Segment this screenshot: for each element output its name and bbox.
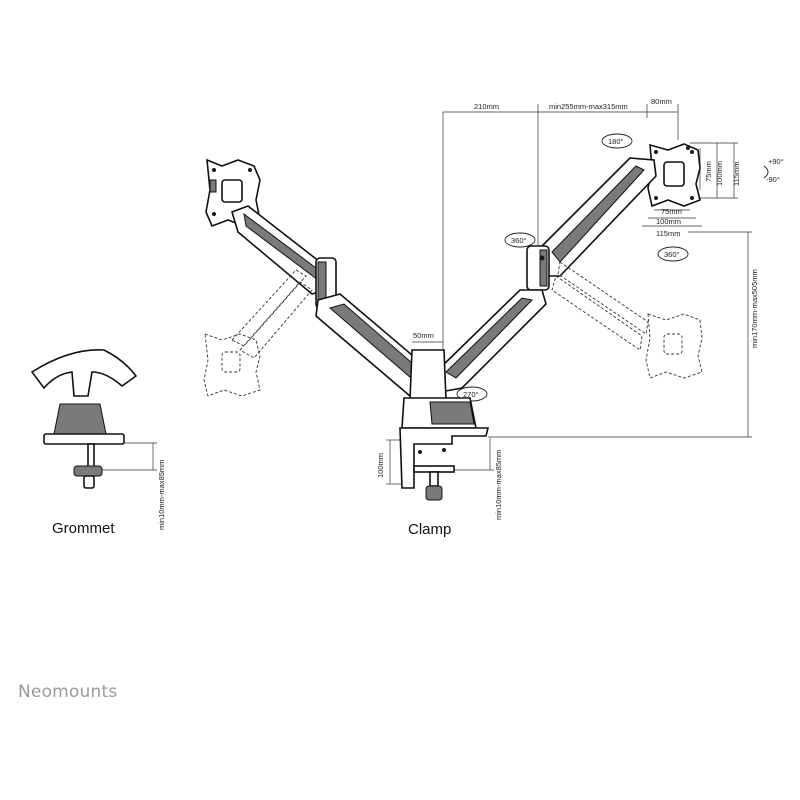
central-pole	[401, 349, 477, 429]
left-upper-arm	[231, 205, 327, 359]
dimension-lines	[96, 104, 752, 485]
svg-text:270°: 270°	[463, 390, 479, 399]
dim-vesa-100-w: 100mm	[656, 217, 681, 226]
dim-vesa-100-h: 100mm	[715, 161, 724, 186]
dim-height-range: min170mm-max505mm	[750, 269, 759, 348]
dim-grommet-desk-range: min10mm-max85mm	[157, 460, 166, 530]
brand-logo: Neomounts	[18, 682, 117, 702]
dim-clamp-desk-range: min10mm-max85mm	[494, 450, 503, 520]
dim-vesa-75-h: 75mm	[704, 161, 713, 182]
dim-depth-range: min255mm-max315mm	[549, 102, 628, 111]
swivel-360-right-indicator: 360°	[657, 246, 689, 262]
grommet-caption: Grommet	[52, 520, 115, 537]
dim-vesa-115-w: 115mm	[656, 229, 680, 238]
dim-plate-offset: 80mm	[651, 97, 672, 106]
svg-text:360°: 360°	[511, 236, 527, 245]
rotate-180-indicator: 180°	[601, 133, 633, 149]
dim-arm-reach: 210mm	[474, 102, 499, 111]
svg-text:+90°: +90°	[768, 157, 784, 166]
dim-vesa-75-w: 75mm	[661, 207, 682, 216]
svg-text:-90°: -90°	[766, 175, 780, 184]
desk-clamp	[399, 427, 490, 501]
dim-pole-gap: 50mm	[413, 331, 434, 340]
svg-text:360°: 360°	[664, 250, 680, 259]
tilt-indicator: +90° -90°	[763, 157, 784, 184]
dim-clamp-height: 100mm	[376, 453, 385, 478]
left-vesa-plate-ghost	[203, 333, 261, 397]
right-vesa-plate-top	[647, 143, 701, 208]
dim-vesa-115-h: 115mm	[732, 162, 741, 186]
right-lower-arm	[435, 289, 547, 393]
right-vesa-plate-ghost	[645, 313, 703, 379]
swivel-360-left-indicator: 360°	[504, 232, 536, 248]
clamp-caption: Clamp	[408, 521, 451, 538]
right-upper-arm	[539, 157, 657, 351]
right-elbow-joint	[526, 245, 550, 291]
grommet-mount	[30, 349, 138, 489]
tilt-arrow-icon	[763, 165, 769, 179]
svg-text:180°: 180°	[608, 137, 624, 146]
dimension-labels: 210mm min255mm-max315mm 80mm 75mm 100mm …	[157, 97, 759, 530]
